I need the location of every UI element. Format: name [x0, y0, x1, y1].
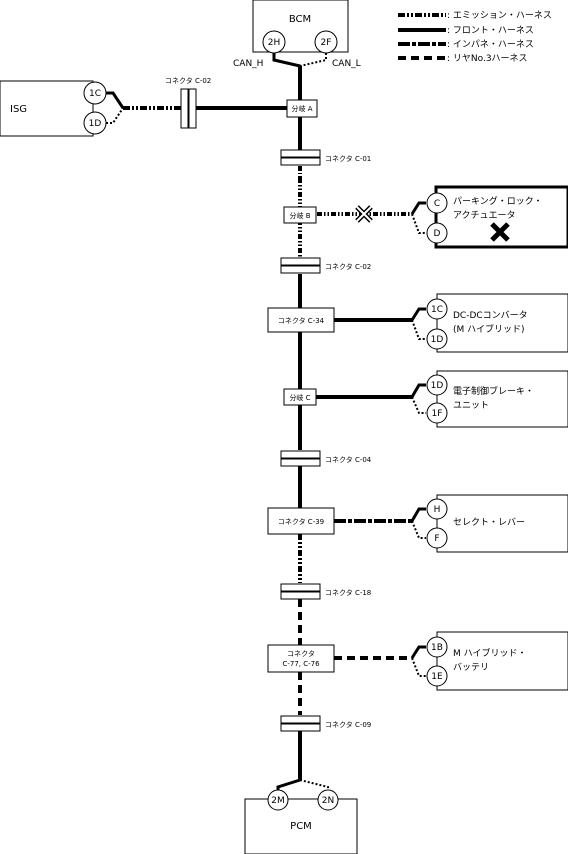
legend-label-rear: : リヤNo.3ハーネス: [447, 53, 528, 64]
ebrake-pin-1f: 1F: [432, 409, 443, 419]
connector-c04: コネクタ C-04: [280, 450, 372, 467]
bcm-module: BCM 2H 2F CAN_H CAN_L: [233, 0, 361, 69]
battery-label-line1: M ハイブリッド・: [453, 647, 526, 659]
connector-c09: コネクタ C-09: [280, 715, 371, 732]
ebrake-pin-1d: 1D: [431, 381, 444, 391]
splice-b-label: 分岐 B: [289, 211, 310, 220]
connector-c01: コネクタ C-01: [280, 149, 371, 166]
splice-a: 分岐 A: [286, 99, 318, 118]
connector-c77-label-line2: C-77, C-76: [282, 660, 320, 668]
connector-c04-label: コネクタ C-04: [325, 455, 372, 464]
legend-label-instpanel: : インパネ・ハーネス: [447, 39, 534, 50]
parking-lock-label-line2: アクチュエータ: [453, 210, 516, 221]
connector-c02-label: コネクタ C-02: [325, 262, 371, 271]
select-lever-label: セレクト・レバー: [453, 517, 525, 528]
parking-lock-label-line1: パーキング・ロック・: [453, 195, 543, 207]
battery-pin-1b: 1B: [431, 643, 443, 653]
dcdc-pin-1d: 1D: [431, 335, 444, 345]
connector-c77-label-line1: コネクタ: [287, 649, 315, 658]
fault-cross-icon: [490, 222, 510, 242]
isg-module: ISG コネクタ C-02 1C 1D: [0, 76, 287, 137]
connector-c02: コネクタ C-02: [280, 257, 371, 274]
legend: : エミッション・ハーネス : フロント・ハーネス : インパネ・ハーネス : …: [398, 10, 552, 64]
isg-pin-1c: 1C: [89, 89, 101, 99]
battery-label-line2: バッテリ: [453, 662, 489, 673]
connector-c39-label: コネクタ C-39: [278, 517, 324, 526]
isg-label: ISG: [10, 104, 27, 115]
parking-lock-pin-c: C: [434, 199, 440, 209]
connector-c18: コネクタ C-18: [280, 583, 371, 600]
can-l-label: CAN_L: [332, 59, 361, 69]
connector-c18-label: コネクタ C-18: [325, 588, 371, 597]
dcdc-branch: DC-DCコンバータ (M ハイブリッド) 1C 1D コネクタ C-34: [267, 293, 568, 353]
battery-branch: M ハイブリッド・ バッテリ 1B 1E コネクタ C-77, C-76: [267, 631, 568, 691]
splice-a-label: 分岐 A: [291, 104, 312, 113]
ebrake-branch: 電子制御ブレーキ・ ユニット 1D 1F 分岐 C: [283, 370, 568, 428]
pcm-label: PCM: [290, 821, 312, 832]
pcm-pin-2m: 2M: [271, 796, 285, 806]
legend-label-emission: : エミッション・ハーネス: [447, 10, 552, 21]
can-h-label: CAN_H: [233, 59, 263, 69]
parking-lock-branch: パーキング・ロック・ アクチュエータ C D 分岐 B: [283, 185, 568, 249]
ebrake-label-line2: ユニット: [453, 401, 489, 411]
bcm-pin-2h: 2H: [268, 38, 281, 48]
select-lever-pin-h: H: [434, 505, 441, 515]
connector-c09-label: コネクタ C-09: [325, 720, 371, 729]
parking-lock-pin-d: D: [434, 229, 441, 239]
ebrake-label-line1: 電子制御ブレーキ・: [453, 385, 534, 397]
connector-c34-label: コネクタ C-34: [278, 316, 325, 325]
select-lever-branch: セレクト・レバー H F コネクタ C-39: [267, 494, 568, 553]
battery-pin-1e: 1E: [431, 672, 443, 682]
pcm-module: PCM 2M 2N: [244, 778, 358, 854]
dcdc-label-line1: DC-DCコンバータ: [453, 310, 528, 321]
bcm-label: BCM: [289, 14, 311, 25]
splice-c-label: 分岐 C: [289, 393, 310, 402]
dcdc-label-line2: (M ハイブリッド): [453, 323, 524, 335]
pcm-pin-2n: 2N: [322, 796, 334, 806]
connector-c02-isg-label: コネクタ C-02: [165, 76, 211, 85]
connector-c01-label: コネクタ C-01: [325, 154, 371, 163]
dcdc-pin-1c: 1C: [431, 305, 443, 315]
legend-label-front: : フロント・ハーネス: [447, 25, 534, 36]
select-lever-pin-f: F: [434, 534, 439, 544]
isg-pin-1d: 1D: [89, 119, 102, 129]
bcm-pin-2f: 2F: [321, 38, 332, 48]
